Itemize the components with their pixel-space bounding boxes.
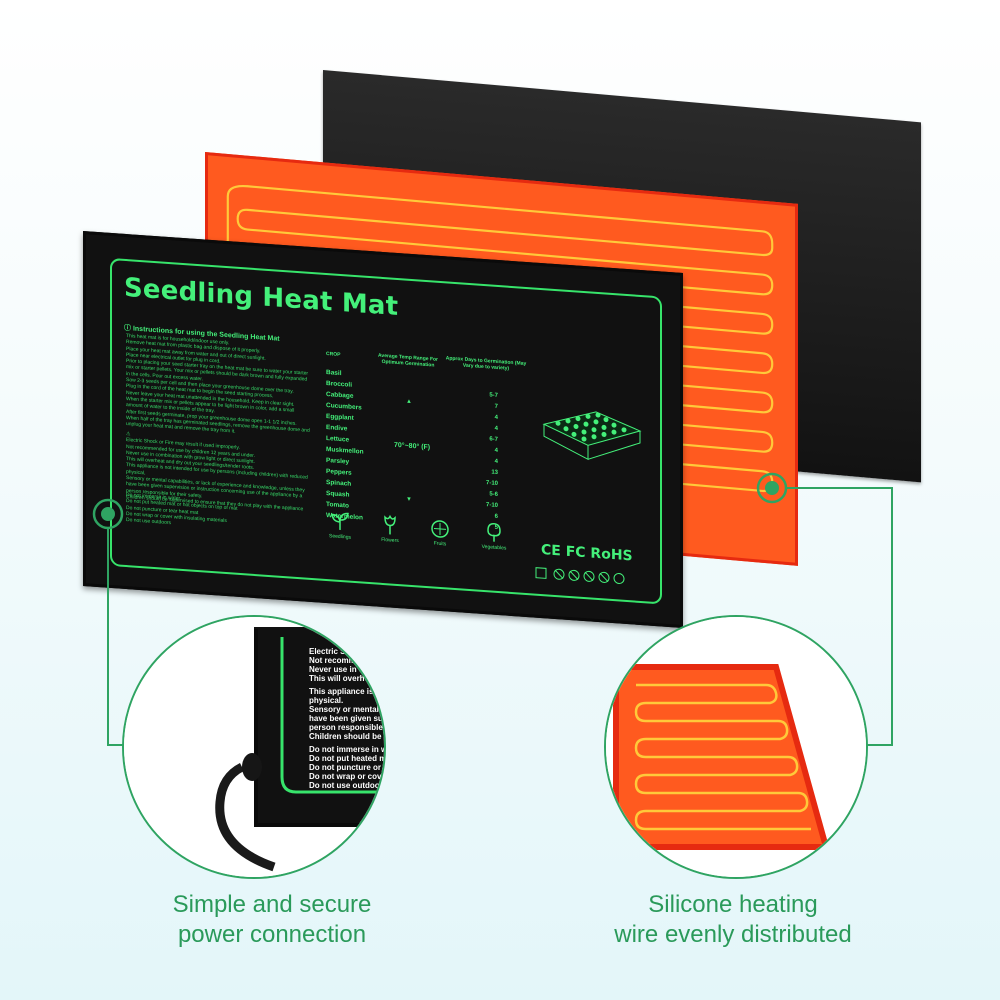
category-seedlings: Seedlings	[318, 508, 362, 541]
category-flowers: Flowers	[368, 512, 412, 545]
zoom-power-connection: Electric Shock Not recommen Never use in…	[122, 615, 386, 879]
category-vegetables: Vegetables	[472, 519, 516, 552]
caption-power-connection: Simple and secure power connection	[172, 891, 372, 948]
front-printed-mat: Seedling Heat Mat ⓘ Instructions for usi…	[83, 231, 683, 628]
flower-icon	[384, 514, 396, 535]
arrow-up-icon: ▲	[406, 398, 412, 406]
fruit-icon	[431, 520, 449, 538]
table-header-crop: CROP	[326, 350, 341, 359]
mat-corner-closeup	[124, 617, 384, 877]
crop-list: Basil Broccoli Cabbage Cucumbers Eggplan…	[326, 367, 364, 524]
caption-heating-wire: Silicone heating wire evenly distributed	[614, 891, 852, 948]
days-list: 5-7 7 4 4 6-7 4 4 13 7-10 5-6 7-10 6 5	[478, 390, 498, 534]
zoom-heating-wire	[604, 615, 868, 879]
seedling-icon	[331, 512, 349, 531]
instructions-list: This heat mat is for household/indoor us…	[126, 333, 336, 442]
category-fruits: Fruits	[418, 515, 462, 548]
info-icon: ⓘ	[124, 324, 133, 333]
vegetable-icon	[487, 522, 501, 542]
closeup-text: Electric Shock Not recommen Never use in…	[309, 647, 386, 790]
heater-corner-closeup	[606, 617, 866, 877]
seedling-tray-icon	[542, 411, 642, 461]
safety-symbols-icon	[535, 567, 625, 584]
arrow-down-icon: ▼	[406, 496, 412, 504]
